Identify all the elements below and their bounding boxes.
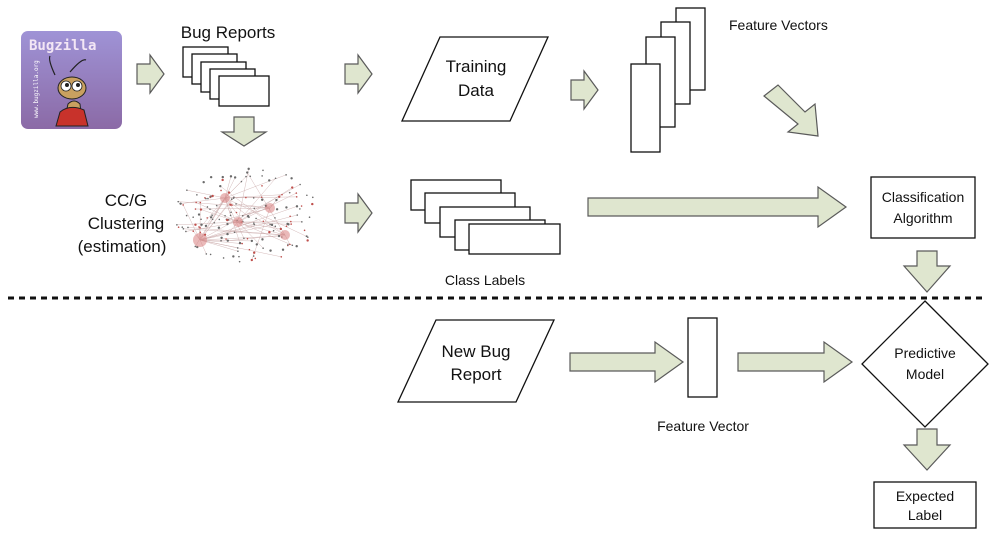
training-data-label-line2: Data [458, 81, 494, 100]
classification-algorithm-label-line1: Classification [882, 189, 964, 205]
arrow-class-labels-to-classification [588, 187, 846, 227]
predictive-model-label-line1: Predictive [894, 345, 956, 361]
classification-algorithm-label-line2: Algorithm [893, 210, 952, 226]
class-labels-label: Class Labels [445, 272, 525, 288]
arrow-predictive-to-expected [904, 429, 950, 470]
new-bug-report-label-line1: New Bug [442, 342, 511, 361]
expected-label-label-line2: Label [908, 507, 942, 523]
clustering-label-line3: (estimation) [78, 237, 167, 256]
feature-vectors-label: Feature Vectors [729, 17, 828, 33]
clustering-label-line1: CC/G [105, 191, 148, 210]
bugzilla-logo: Bugzilla www.bugzilla.org [21, 31, 122, 129]
arrow-classification-to-predictive [904, 251, 950, 292]
cluster-graph-image [176, 168, 313, 263]
bug-reports-label: Bug Reports [181, 23, 276, 42]
training-data-shape [402, 37, 548, 121]
arrow-new-bug-to-feature-vector [570, 342, 683, 382]
classification-algorithm-box [871, 177, 975, 238]
bugzilla-logo-url: www.bugzilla.org [33, 60, 40, 118]
new-bug-report-label-line2: Report [450, 365, 501, 384]
arrow-training-data-to-feature-vectors [571, 71, 598, 109]
arrow-clustering-to-class-labels [345, 194, 372, 232]
training-data-label-line1: Training [446, 57, 507, 76]
class-labels-stack [411, 180, 560, 254]
predictive-model-label-line2: Model [906, 366, 944, 382]
arrow-feature-vector-to-predictive [738, 342, 852, 382]
expected-label-label-line1: Expected [896, 488, 954, 504]
clustering-label-line2: Clustering [88, 214, 165, 233]
arrow-logo-to-bug-reports [137, 55, 164, 93]
feature-vector-label: Feature Vector [657, 418, 749, 434]
new-bug-report-shape [398, 320, 554, 402]
arrow-bug-reports-to-clustering [222, 117, 266, 146]
arrow-feature-vectors-to-classification [764, 85, 818, 136]
bug-reports-stack [183, 47, 269, 106]
feature-vector-box [688, 318, 717, 397]
predictive-model-diamond [862, 301, 988, 427]
feature-vectors-stack [631, 8, 705, 152]
bugzilla-logo-text: Bugzilla [29, 38, 96, 54]
arrow-bug-reports-to-training-data [345, 55, 372, 93]
